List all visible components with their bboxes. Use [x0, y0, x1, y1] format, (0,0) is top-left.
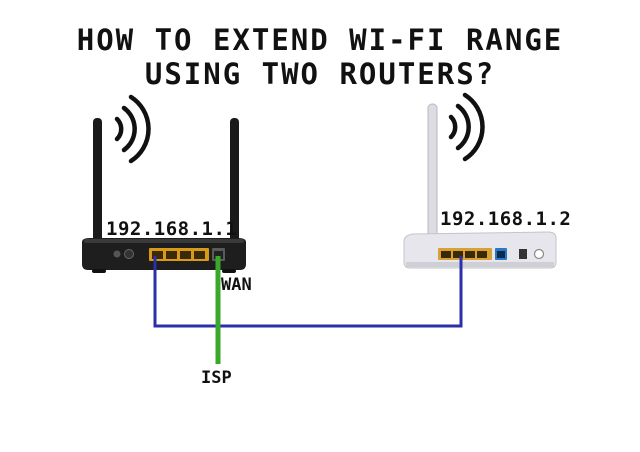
power-button: [533, 248, 545, 260]
power-port: [519, 249, 527, 259]
wifi-signal-icon: [114, 94, 151, 164]
lan-ports: [149, 248, 209, 261]
isp-label: ISP: [201, 368, 232, 388]
secondary-router-ip: 192.168.1.2: [440, 208, 572, 230]
antenna-right: [230, 118, 239, 244]
secondary-router: [403, 103, 557, 269]
antenna: [427, 103, 438, 245]
power-button: [124, 249, 134, 259]
power-port: [113, 250, 121, 258]
antenna-left: [93, 118, 102, 244]
main-router-ip: 192.168.1.1: [106, 218, 238, 240]
lan-ports: [438, 248, 492, 260]
page-title: HOW TO EXTEND WI-FI RANGE: [76, 23, 564, 57]
wan-label: WAN: [221, 275, 252, 295]
page-subtitle: USING TWO ROUTERS?: [144, 57, 496, 91]
lan-cable: [153, 256, 463, 328]
main-router: [82, 118, 246, 273]
wifi-signal-icon: [448, 92, 485, 162]
